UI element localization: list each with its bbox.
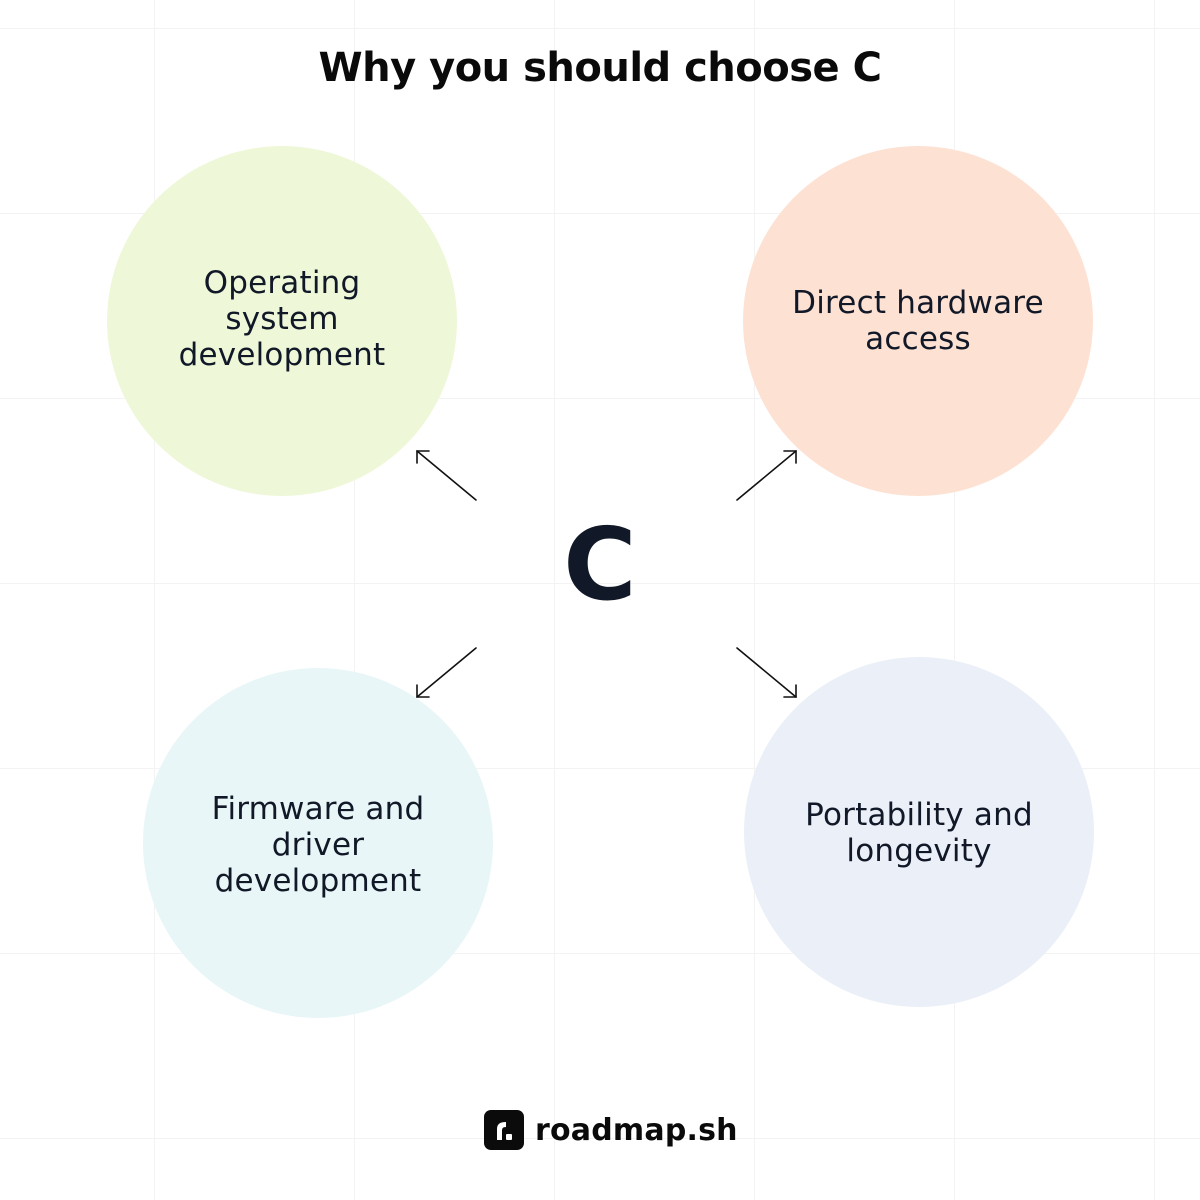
node-operating-system-development: Operating system development [107, 146, 457, 496]
diagram-title: Why you should choose C [318, 45, 882, 91]
arrow-to-firmware [416, 647, 477, 698]
arrow-to-hardware [736, 450, 797, 501]
footer-brand[interactable]: roadmap.sh [484, 1109, 738, 1151]
node-label: Operating system development [178, 265, 386, 373]
center-node-c: C [563, 506, 637, 623]
node-direct-hardware-access: Direct hardware access [743, 146, 1093, 496]
node-firmware-and-driver-development: Firmware and driver development [143, 668, 493, 1018]
node-label: Direct hardware access [792, 285, 1044, 357]
node-portability-and-longevity: Portability and longevity [744, 657, 1094, 1007]
node-label: Firmware and driver development [211, 791, 425, 899]
arrow-to-os [416, 450, 477, 501]
node-label: Portability and longevity [805, 797, 1033, 869]
arrow-to-portability [736, 647, 797, 698]
brand-name: roadmap.sh [535, 1112, 738, 1148]
roadmap-logo-icon [484, 1110, 524, 1150]
